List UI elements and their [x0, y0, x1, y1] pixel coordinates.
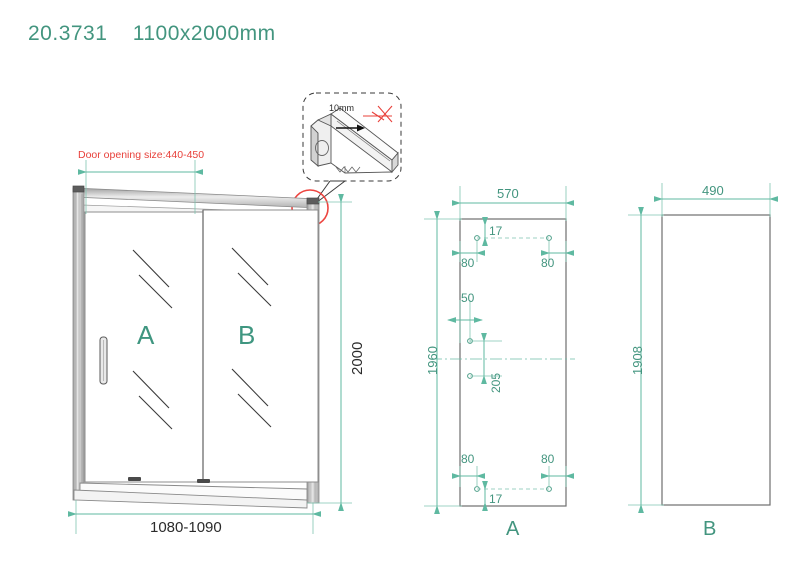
door-handle	[99, 336, 108, 385]
front-width-dimension: 1080-1090	[150, 519, 222, 536]
panel-a-letter: A	[137, 320, 155, 350]
front-height-dimension: 2000	[349, 341, 366, 375]
view-a-top-edge-offset: 17	[489, 224, 503, 238]
view-a-bottom-right-hole-offset: 80	[541, 452, 555, 466]
front-view-group	[68, 160, 352, 534]
view-b-group	[628, 183, 778, 513]
view-a-top-right-hole-offset: 80	[541, 256, 555, 270]
view-b-caption: B	[703, 518, 717, 540]
view-a-group	[424, 186, 575, 514]
door-opening-note: Door opening size:440-450	[78, 149, 205, 161]
view-a-bottom-edge-offset: 17	[489, 492, 503, 506]
page-title: 20.3731 1100x2000mm	[28, 22, 276, 45]
view-a-top-left-hole-offset: 80	[461, 256, 475, 270]
view-b-height-dimension: 1908	[630, 346, 645, 375]
view-b-width-dimension: 490	[702, 183, 724, 198]
detail-callout-group	[291, 92, 402, 227]
profile-3d-sketch	[310, 107, 399, 174]
glass-reflection-a	[132, 249, 173, 430]
view-a-width-dimension: 570	[497, 186, 519, 201]
view-a-height-dimension: 1960	[425, 346, 440, 375]
glass-reflection-b	[231, 247, 272, 428]
panel-b-letter: B	[238, 320, 256, 350]
detail-10mm-label: 10mm	[329, 103, 355, 113]
view-a-bottom-left-hole-offset: 80	[461, 452, 475, 466]
view-a-mid-hole-spacing: 205	[489, 372, 503, 393]
view-a-caption: A	[506, 518, 520, 540]
view-a-mid-hole-side-offset: 50	[461, 291, 475, 305]
detail-10mm-dimension	[363, 105, 393, 123]
